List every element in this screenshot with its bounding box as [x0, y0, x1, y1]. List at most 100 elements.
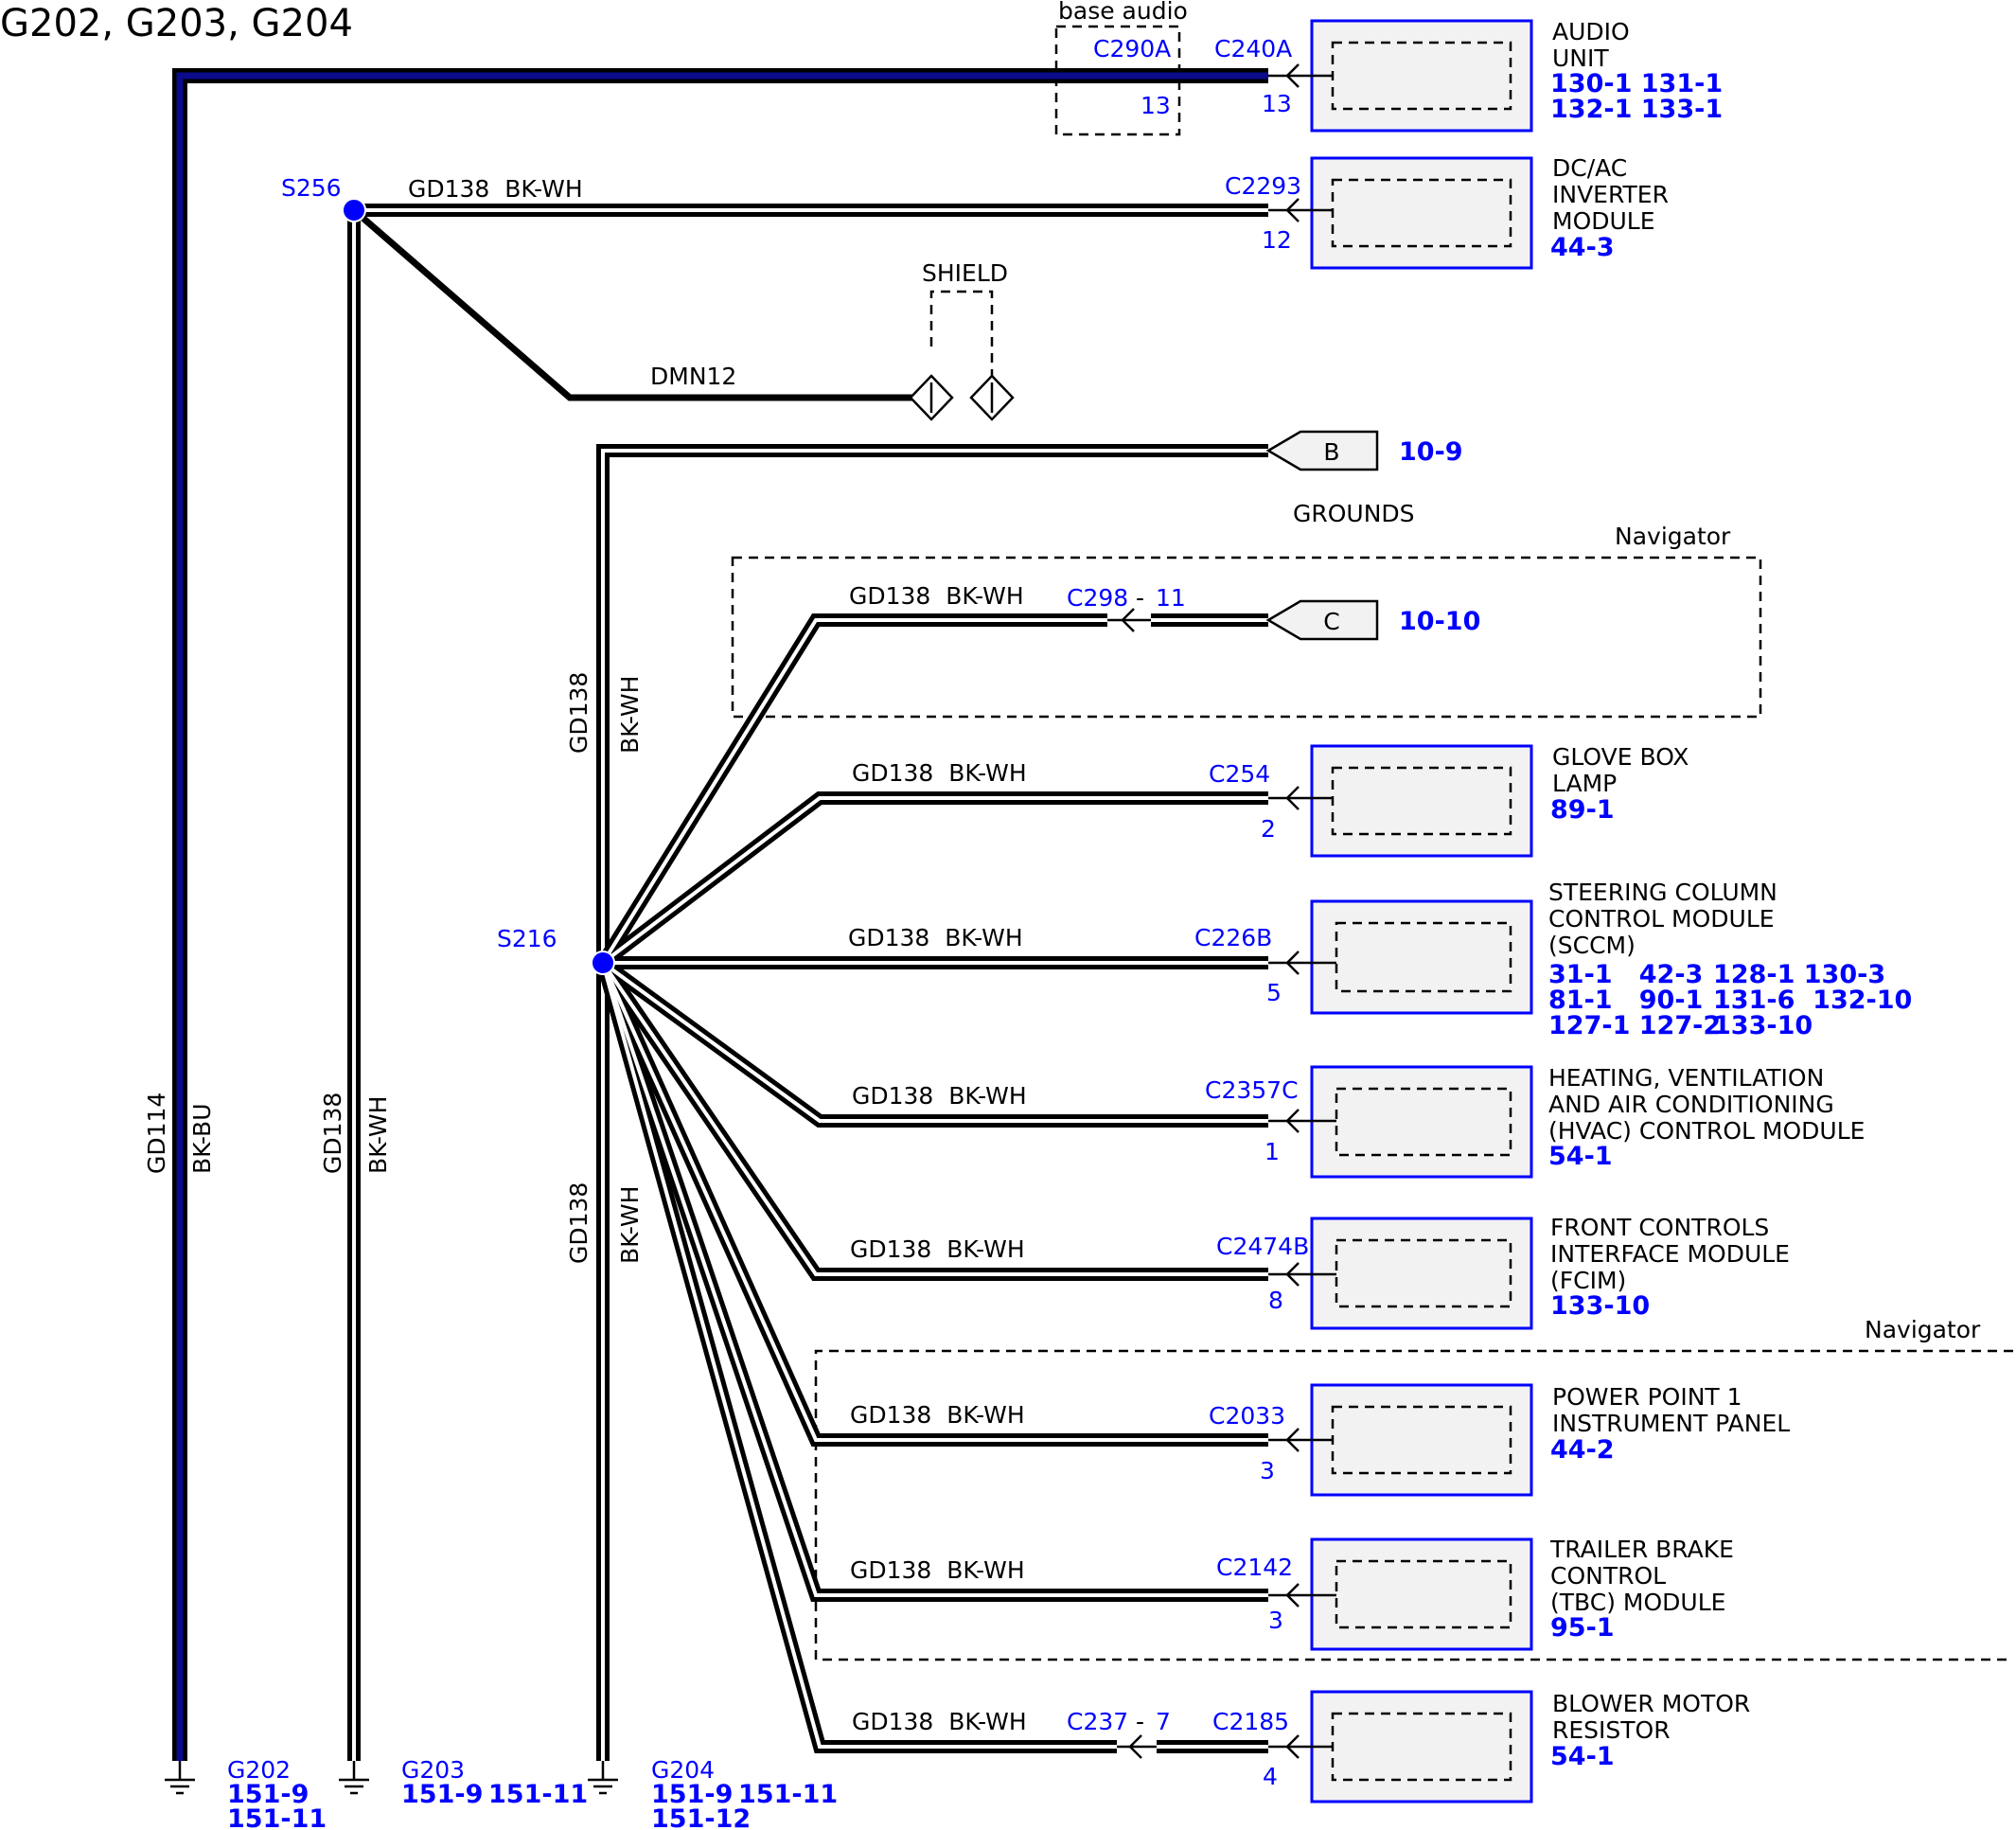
grounds-label: GROUNDS — [1293, 500, 1415, 527]
audio-refs[interactable]: 130-1 131-1 132-1 133-1 — [1550, 69, 1732, 124]
shield-diamond-right — [969, 374, 1015, 421]
label-c2185: C2185 — [1212, 1708, 1289, 1735]
ground-g203-label: G203 — [401, 1756, 465, 1784]
label-c2293-pin: 12 — [1262, 226, 1292, 254]
label-s256: S256 — [281, 174, 342, 202]
label-c290a-pin: 13 — [1141, 92, 1171, 119]
diagram-title: G202, G203, G204 — [0, 2, 353, 45]
inverter-refs[interactable]: 44-3 — [1550, 233, 1615, 262]
label-c237: C237 — [1067, 1708, 1128, 1735]
fcim-refs[interactable]: 133-10 — [1550, 1291, 1650, 1321]
wire-trunk — [596, 444, 1268, 1761]
label-gd114: GD114 — [143, 1093, 170, 1174]
label-c240a-pin: 13 — [1262, 90, 1292, 117]
ground-g202-refs[interactable]: 151-9 151-11 — [227, 1780, 327, 1830]
navigator-group-2 — [814, 1349, 2013, 1661]
label-trunk-upper-color: BK-WH — [616, 676, 644, 754]
component-glove-box-lamp[interactable] — [1310, 744, 1533, 858]
component-blower-resistor[interactable] — [1310, 1690, 1533, 1803]
tbc-refs[interactable]: 95-1 — [1550, 1613, 1615, 1643]
page-ref-c-target[interactable]: 10-10 — [1399, 607, 1480, 636]
label-branch-c2474b: GD138 BK-WH — [850, 1235, 1025, 1263]
ground-g204-label: G204 — [651, 1756, 715, 1784]
label-branch-c2142: GD138 BK-WH — [850, 1556, 1025, 1584]
label-bk-bu: BK-BU — [188, 1104, 216, 1175]
label-bk-wh-g203: BK-WH — [364, 1096, 392, 1174]
glove-refs[interactable]: 89-1 — [1550, 795, 1615, 825]
c237-arrow-icon — [1128, 1734, 1142, 1759]
component-tbc-module[interactable] — [1310, 1537, 1533, 1651]
component-hvac-module[interactable] — [1310, 1065, 1533, 1179]
label-c226b-pin: 5 — [1266, 979, 1282, 1006]
label-branch-c2033: GD138 BK-WH — [850, 1401, 1025, 1429]
shield-diamond-left — [909, 374, 954, 421]
component-power-point[interactable] — [1310, 1383, 1533, 1497]
ground-g204-refs[interactable]: 151-9 151-11 151-12 — [651, 1780, 847, 1830]
navigator-label-2: Navigator — [1865, 1316, 1981, 1343]
page-ref-b[interactable]: B — [1265, 430, 1379, 471]
ground-g202-icon — [165, 1761, 195, 1795]
splice-s256-dot — [342, 198, 366, 222]
page-ref-b-letter: B — [1323, 438, 1339, 466]
label-c2357c: C2357C — [1205, 1076, 1299, 1104]
component-sccm[interactable] — [1310, 899, 1533, 1015]
page-ref-c-letter: C — [1323, 608, 1339, 635]
tbc-name: TRAILER BRAKE CONTROL (TBC) MODULE — [1549, 1536, 1742, 1616]
label-branch-c2185: GD138 BK-WH — [852, 1708, 1027, 1735]
component-dcac-inverter[interactable] — [1310, 156, 1533, 270]
label-trunk-lower-color: BK-WH — [616, 1186, 644, 1264]
label-c290a: C290A — [1093, 35, 1171, 62]
wire-dmn12 — [351, 207, 932, 401]
blower-name: BLOWER MOTOR RESISTOR — [1552, 1690, 1758, 1744]
ground-g203-icon — [339, 1761, 369, 1795]
label-c2474b: C2474B — [1216, 1233, 1309, 1260]
splice-s216-dot — [591, 951, 615, 975]
label-c298-dash: - — [1136, 584, 1144, 612]
label-c2474b-pin: 8 — [1268, 1287, 1283, 1314]
fcim-name: FRONT CONTROLS INTERFACE MODULE (FCIM) — [1550, 1214, 1797, 1294]
label-branch-c298: GD138 BK-WH — [849, 582, 1024, 610]
audio-name: AUDIO UNIT — [1552, 18, 1637, 72]
navigator-group-1 — [731, 556, 1762, 719]
label-c237-pin: 7 — [1156, 1708, 1171, 1735]
wire-branches — [596, 613, 1268, 1753]
base-audio-label: base audio — [1058, 0, 1188, 25]
sccm-refs-left[interactable]: 31-1 42-3 81-1 90-1 127-1 127-2 — [0, 0, 1747, 1040]
component-fcim[interactable] — [1310, 1217, 1533, 1330]
ground-g202-label: G202 — [227, 1756, 291, 1784]
label-c2142: C2142 — [1216, 1554, 1293, 1581]
label-c254: C254 — [1209, 760, 1270, 788]
label-c254-pin: 2 — [1261, 815, 1276, 843]
label-trunk-upper-circuit: GD138 — [565, 672, 592, 754]
component-audio-unit[interactable] — [1310, 19, 1533, 133]
ground-g203-refs[interactable]: 151-9 151-11 — [401, 1780, 588, 1809]
wire-gd114 — [172, 68, 1268, 1761]
blower-refs[interactable]: 54-1 — [1550, 1742, 1615, 1771]
label-c2142-pin: 3 — [1268, 1607, 1283, 1634]
glove-name: GLOVE BOX LAMP — [1552, 743, 1696, 797]
power-refs[interactable]: 44-2 — [1550, 1435, 1615, 1465]
hvac-name: HEATING, VENTILATION AND AIR CONDITIONIN… — [1548, 1064, 1865, 1145]
hvac-refs[interactable]: 54-1 — [1548, 1142, 1613, 1171]
pin-stubs — [1268, 74, 1336, 1749]
label-trunk-lower-circuit: GD138 — [565, 1182, 592, 1264]
label-c298-pin: 11 — [1156, 584, 1186, 612]
label-c2033-pin: 3 — [1260, 1457, 1275, 1484]
label-branch-c226b: GD138 BK-WH — [848, 924, 1023, 951]
label-branch-c254: GD138 BK-WH — [852, 759, 1027, 787]
pin-arrow-icons — [1285, 63, 1300, 1759]
label-c2293: C2293 — [1225, 172, 1301, 200]
label-c240a: C240A — [1214, 35, 1292, 62]
label-c298: C298 — [1067, 584, 1128, 612]
label-c237-dash: - — [1136, 1708, 1144, 1735]
sccm-refs-right[interactable]: 128-1 130-3 131-6 132-10 133-10 — [0, 0, 1956, 1040]
page-ref-b-target[interactable]: 10-9 — [1399, 437, 1463, 467]
page-ref-c[interactable]: C — [1265, 599, 1379, 641]
label-c2033: C2033 — [1209, 1402, 1285, 1430]
label-branch-c2357c: GD138 BK-WH — [852, 1082, 1027, 1110]
ground-g204-icon — [588, 1761, 618, 1795]
inverter-name: DC/AC INVERTER MODULE — [1552, 154, 1676, 235]
label-s256-wire: GD138 BK-WH — [408, 175, 583, 203]
label-gd138-g203: GD138 — [319, 1093, 346, 1174]
